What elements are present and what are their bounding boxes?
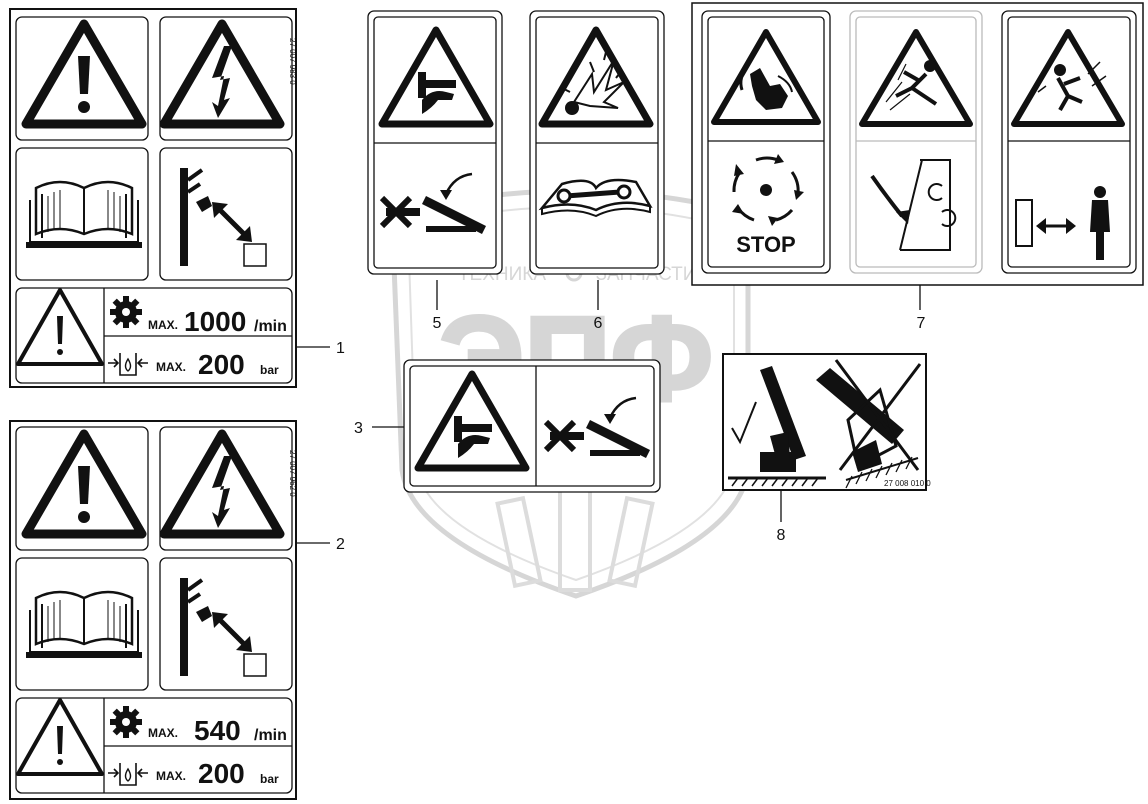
decal-1-pressure-unit: bar [260,363,279,377]
decal-2-pressure-unit: bar [260,772,279,786]
pto-gear-icon [110,296,142,328]
decal-6 [529,10,665,275]
decal-5 [367,10,503,275]
rotating-drum-icon [870,159,957,251]
decal-2-speed-unit: /min [254,727,287,744]
callout-1: 1 [336,340,345,357]
decal-3 [403,359,661,493]
incorrect-fold-icon [816,359,922,489]
decal-1-speed-prefix: MAX. [148,318,178,332]
decal-8-part-number: 27 008 010 0 [884,479,931,488]
decal-2-part-number: 27 007 962 0 [288,450,297,497]
watermark: ЭПФ ТЕХНИКА ЗАПЧАСТИ [389,188,751,599]
callout-7: 7 [917,315,926,332]
callout-8: 8 [777,527,786,544]
correct-fold-icon [728,366,826,487]
decal-1-part-number: 27 007 983 0 [288,38,297,85]
decal-2-pressure-value: 200 [198,758,245,789]
callout-6: 6 [594,315,603,332]
decal-1-speed-value: 1000 [184,306,246,337]
hand-entanglement-icon [711,29,821,125]
decal-7: STOP [691,2,1144,286]
callout-3: 3 [354,420,363,437]
tool-manual-icon [538,178,653,218]
decal-1: 27 007 983 0 MAX. 1000 /min MAX. 200 bar [9,8,297,388]
callouts: 1 2 3 5 6 7 8 [296,280,926,553]
decal-1-speed-unit: /min [254,318,287,335]
callout-5: 5 [433,315,442,332]
decal-1-pressure-value: 200 [198,349,245,380]
rotating-parts-icon [732,154,804,226]
decal-2-speed-value: 540 [194,715,241,746]
explosion-icon [538,26,654,128]
decal-2: 27 007 962 0 MAX. 540 /min MAX. 200 bar [9,420,297,800]
decal-7-stop-text: STOP [736,232,796,257]
pto-gear-icon [110,706,142,738]
decal-2-pressure-prefix: MAX. [156,769,186,783]
safe-distance-icon [1015,186,1110,260]
falling-person-icon [859,29,973,127]
watermark-brand: ЭПФ [439,292,713,426]
callout-2: 2 [336,536,345,553]
decal-8: 27 008 010 0 [722,353,931,491]
thrown-object-icon [1011,29,1125,127]
decal-1-pressure-prefix: MAX. [156,360,186,374]
decal-2-speed-prefix: MAX. [148,726,178,740]
